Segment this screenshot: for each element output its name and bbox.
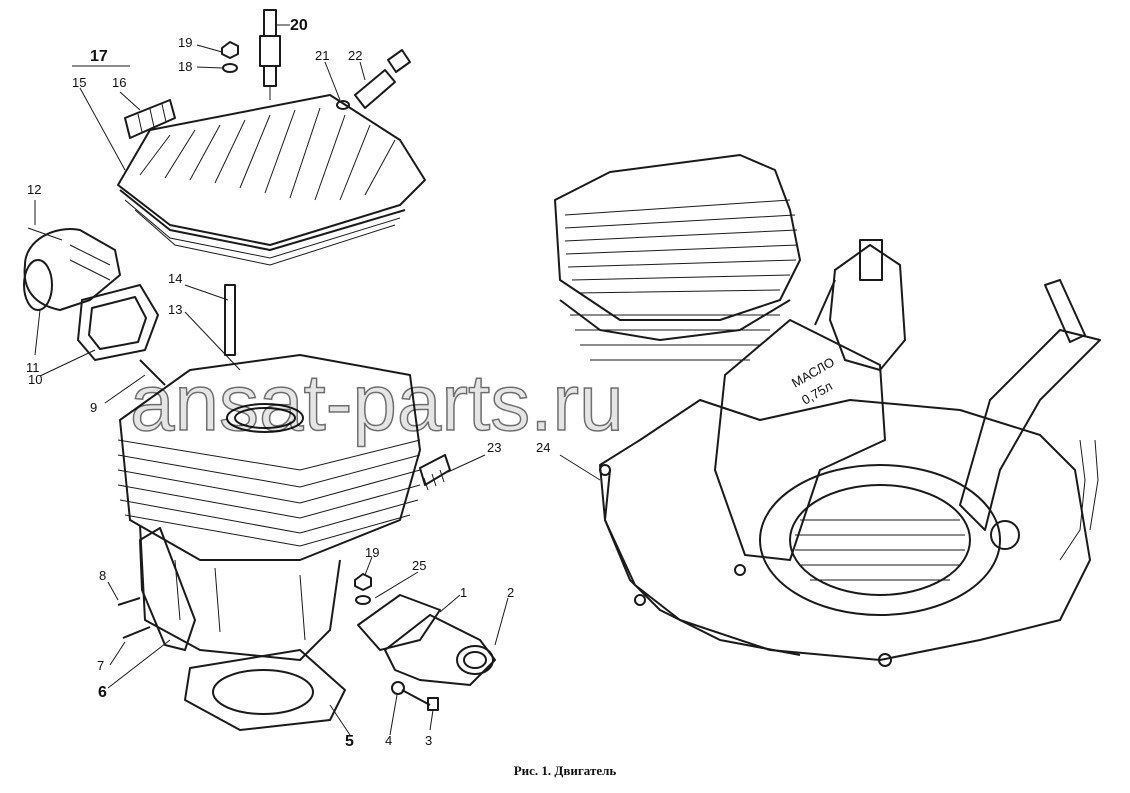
callout-22: 22 — [348, 48, 362, 63]
callout-19-bottom: 19 — [365, 545, 379, 560]
callout-7: 7 — [97, 658, 104, 673]
callout-16: 16 — [112, 75, 126, 90]
callout-25: 25 — [412, 558, 426, 573]
callout-4: 4 — [385, 733, 392, 748]
insert-23 — [419, 454, 451, 491]
pin-8 — [117, 597, 141, 606]
bolt-3 — [401, 689, 439, 711]
callout-6: 6 — [98, 684, 107, 701]
exhaust-elbow — [23, 227, 121, 311]
callout-8: 8 — [99, 568, 106, 583]
callout-21: 21 — [315, 48, 329, 63]
bolt-7 — [122, 626, 151, 639]
callout-9: 9 — [90, 400, 97, 415]
callout-10: 10 — [28, 372, 42, 387]
callout-18: 18 — [178, 59, 192, 74]
stud-9 — [139, 359, 166, 386]
callout-1: 1 — [460, 585, 467, 600]
callout-2: 2 — [507, 585, 514, 600]
callout-24: 24 — [536, 440, 550, 455]
stud-14 — [224, 284, 236, 356]
nut-19-top — [221, 41, 239, 73]
port-cover-6 — [139, 527, 196, 651]
assembled-engine-24 — [554, 154, 1101, 667]
decompressor-22 — [354, 49, 411, 109]
washer-21 — [336, 100, 350, 110]
callout-11: 11 — [26, 360, 40, 375]
callout-23: 23 — [487, 440, 501, 455]
cylinder-head — [117, 94, 426, 266]
watermark: ansat-parts.ru — [130, 358, 624, 447]
callout-19-top: 19 — [178, 35, 192, 50]
callout-5: 5 — [345, 733, 354, 750]
callout-17b: 17 — [90, 48, 108, 65]
callout-14: 14 — [168, 271, 182, 286]
callout-13: 13 — [168, 302, 182, 317]
callout-12: 12 — [27, 182, 41, 197]
head-insert-16 — [124, 99, 176, 139]
spark-plug-20 — [259, 9, 281, 100]
base-gasket-5 — [184, 649, 346, 731]
exhaust-gasket-10 — [77, 284, 159, 361]
callout-20: 20 — [290, 17, 308, 34]
callout-3: 3 — [425, 733, 432, 748]
intake-pipe — [357, 594, 496, 686]
callout-15: 15 — [72, 75, 86, 90]
figure-caption: Рис. 1. Двигатель — [513, 763, 617, 778]
washer-4 — [391, 681, 405, 695]
nut-19-bottom — [354, 573, 372, 605]
leader-lines — [34, 24, 601, 736]
